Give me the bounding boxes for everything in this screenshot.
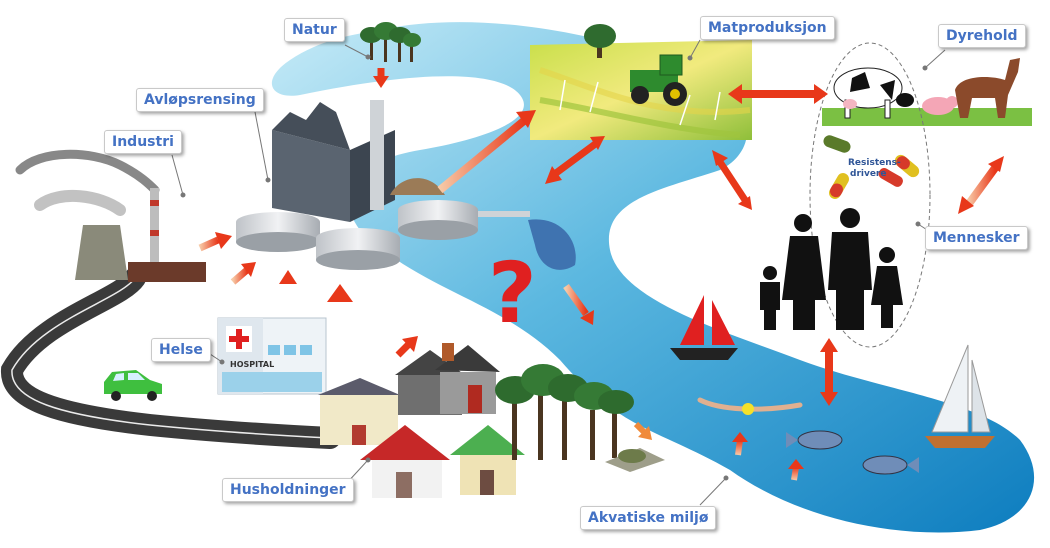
arrow-horse-people [958, 156, 1004, 214]
cow-icon [833, 67, 914, 119]
label-helse: Helse [151, 338, 211, 362]
resistens-label-line1: Resistens- [848, 158, 901, 168]
people-icon [760, 208, 903, 330]
wastewater-plant-icon [236, 100, 576, 270]
arrow-field-river-bidirectional [545, 136, 605, 184]
label-husholdninger: Husholdninger [222, 478, 354, 502]
river [271, 22, 1035, 533]
farm-field-icon [530, 24, 752, 140]
arrow-hospital-to-plant [279, 270, 297, 312]
arrow-field-people [712, 150, 752, 210]
pig-icon [922, 96, 958, 115]
label-matproduksjon: Matproduksjon [700, 16, 835, 40]
arrow-plant-to-field [437, 110, 536, 194]
label-mennesker: Mennesker [925, 226, 1028, 250]
label-akvatiske-miljo: Akvatiske miljø [580, 506, 717, 530]
fish-icon [786, 430, 919, 475]
white-sailboat-icon [925, 344, 995, 448]
car-icon [104, 370, 162, 401]
label-avlopsrensing: Avløpsrensing [136, 88, 264, 112]
industry-icon [15, 149, 206, 282]
frog-icon [605, 448, 665, 472]
arrow-river-down [563, 283, 594, 325]
horse-icon [955, 58, 1020, 118]
tractor-icon [630, 54, 687, 106]
nature-trees-icon [360, 22, 421, 62]
arrow-fish-up [788, 459, 804, 481]
question-mark: ? [488, 244, 537, 342]
arrow-industry-to-plant [198, 232, 232, 252]
arrow-to-frog [633, 421, 652, 440]
arrow-households-to-river [395, 336, 418, 358]
houses-icon [318, 343, 525, 498]
label-natur: Natur [284, 18, 345, 42]
arrow-households-to-plant [327, 284, 353, 372]
resistens-label-line2: drivere [850, 169, 886, 179]
arrow-field-animals [728, 84, 828, 104]
hospital-sign: HOSPITAL [230, 360, 274, 369]
hospital-icon: HOSPITAL [217, 317, 327, 395]
antibiotic-pills-icon [823, 135, 920, 199]
arrow-swimmer-up [732, 432, 748, 456]
resistance-drivers-ellipse [809, 42, 931, 348]
arrow-industry-to-plant-2 [230, 262, 256, 285]
forest-icon [495, 364, 634, 460]
label-industri: Industri [104, 130, 182, 154]
label-dyrehold: Dyrehold [938, 24, 1026, 48]
label-pointers [171, 39, 946, 506]
animals-icon [822, 58, 1032, 126]
arrows [198, 68, 1004, 481]
swimmer-icon [697, 397, 803, 415]
effluent-outflow [528, 219, 576, 270]
arrow-people-river [820, 338, 838, 406]
red-sailboat-icon [670, 295, 738, 360]
arrow-natur-to-river [373, 68, 389, 88]
